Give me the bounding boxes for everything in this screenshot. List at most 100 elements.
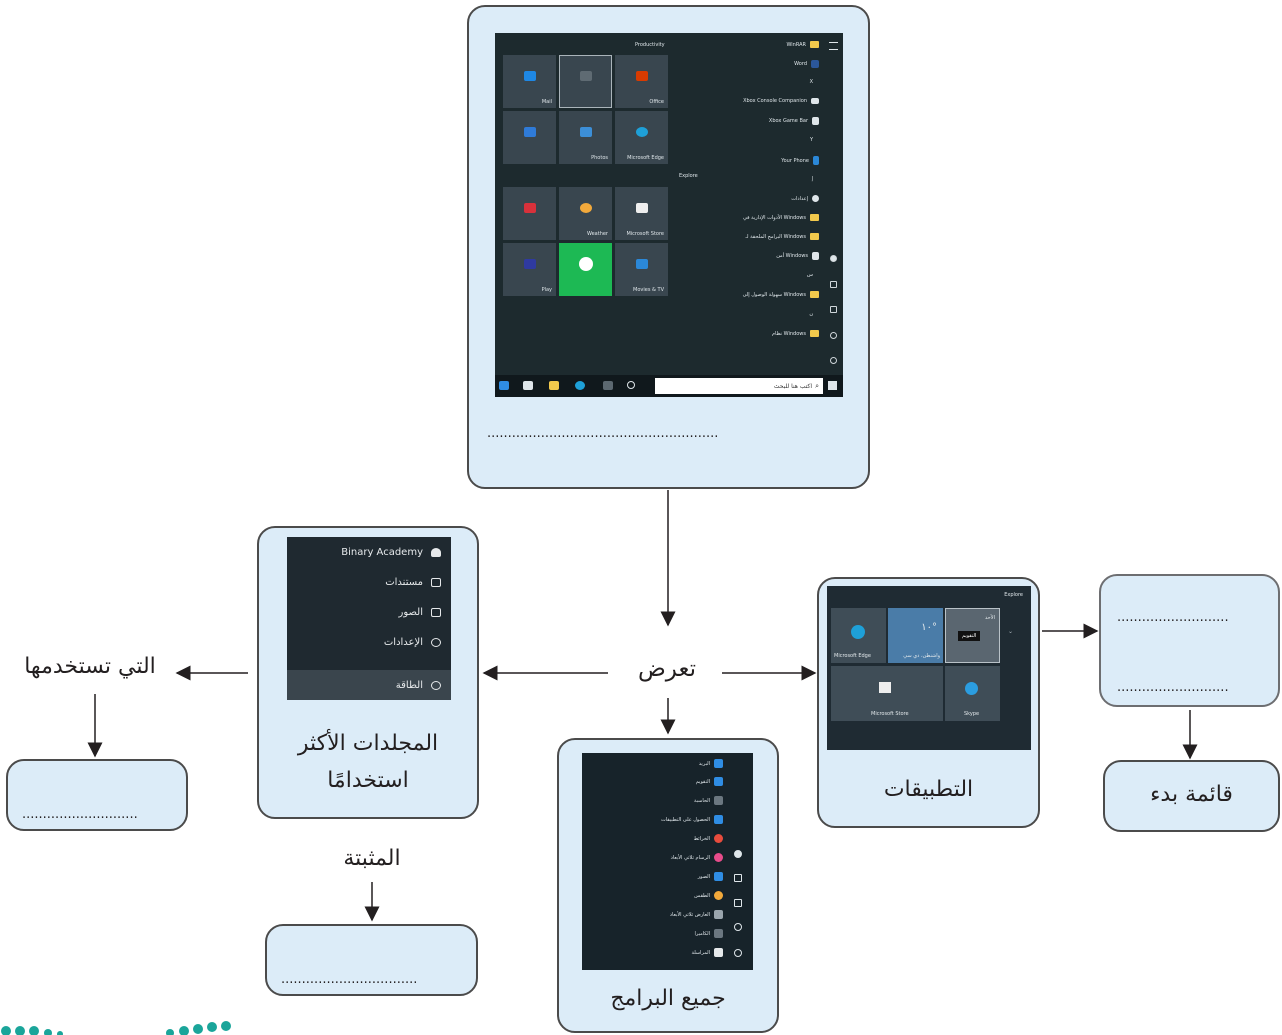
tile-spotify[interactable] [559, 243, 612, 296]
tile-office[interactable]: Office [615, 55, 668, 108]
used-blank[interactable]: ............................ [22, 807, 138, 822]
list-letter[interactable]: إ [811, 176, 813, 182]
list-item[interactable]: البرامج الملحقة لـ Windows [746, 233, 819, 240]
list-item[interactable]: Xbox Console Companion [743, 98, 819, 104]
spotify-icon [578, 257, 593, 272]
word-icon [811, 60, 819, 68]
blank-line-2[interactable]: ........................... [1117, 680, 1229, 695]
tile-movies[interactable]: Movies & TV [615, 243, 668, 296]
pinned-blank[interactable]: ................................. [281, 972, 418, 987]
program-item[interactable]: الرسام ثلاثي الأبعاد [671, 853, 723, 862]
folder-row-documents[interactable]: مستندات [385, 567, 441, 597]
pictures-icon [431, 607, 441, 617]
tile-office-folder[interactable] [559, 55, 612, 108]
xbox-icon [811, 98, 819, 104]
program-item[interactable]: المراسلة [692, 948, 723, 957]
pictures-icon[interactable] [734, 899, 742, 907]
apps-tile-store[interactable]: Microsoft Store [831, 666, 943, 721]
task-view-icon[interactable] [603, 381, 613, 390]
tile-edge[interactable]: Microsoft Edge [615, 111, 668, 164]
search-icon: ⌕ [815, 381, 819, 390]
folder-row-settings[interactable]: الإعدادات [384, 627, 441, 657]
search-placeholder: اكتب هنا للبحث [773, 382, 813, 390]
weather-icon [714, 891, 723, 900]
answer-blank[interactable]: ........................................… [487, 426, 719, 441]
program-item[interactable]: الكاميرا [694, 929, 723, 938]
blank-line-1[interactable]: ........................... [1117, 610, 1229, 625]
program-item[interactable]: الحاسبة [694, 796, 723, 805]
program-item[interactable]: الصور [698, 872, 723, 881]
power-icon[interactable] [734, 949, 742, 957]
taskbar: اكتب هنا للبحث ⌕ [495, 375, 843, 397]
list-letter[interactable]: X [809, 79, 813, 85]
power-row-bg [287, 670, 451, 700]
tile-store[interactable]: Microsoft Store [615, 187, 668, 240]
user-icon[interactable] [830, 255, 837, 262]
edge-icon [851, 625, 865, 639]
pinned-label: المثبتة [343, 846, 401, 871]
settings-icon[interactable] [734, 923, 742, 931]
list-item[interactable]: الأدوات الإدارية في Windows [743, 214, 819, 221]
store-icon [635, 203, 648, 214]
list-item[interactable]: سهولة الوصول إلى Windows [743, 291, 819, 298]
list-letter[interactable]: ن [809, 311, 813, 317]
start-menu-label: قائمة بدء [1150, 782, 1233, 807]
list-item[interactable]: WinRAR [786, 41, 819, 48]
tile-play[interactable]: Play [503, 243, 556, 296]
tile-mail[interactable]: Mail [503, 55, 556, 108]
folder-row-user[interactable]: Binary Academy [341, 537, 441, 567]
folder-row-pictures[interactable]: الصور [399, 597, 441, 627]
cortana-icon[interactable] [627, 381, 635, 389]
mail-taskbar-icon[interactable] [499, 381, 509, 390]
list-item[interactable]: Xbox Game Bar [769, 117, 819, 125]
list-item[interactable]: إعدادات [791, 195, 819, 202]
apps-tile-skype[interactable]: Skype [945, 666, 1000, 721]
user-icon[interactable] [734, 850, 742, 858]
all-programs-screenshot: البريد التقويم الحاسبة الحصول على التطبي… [582, 753, 753, 970]
folder-row-power[interactable]: الطاقة [396, 670, 441, 700]
gear-icon [812, 195, 819, 202]
program-item[interactable]: الطقس [694, 891, 723, 900]
list-item[interactable]: Word [794, 60, 819, 68]
store-taskbar-icon[interactable] [523, 381, 533, 390]
apps-tile-calendar[interactable]: الأحد التقويم [945, 608, 1000, 663]
folders-label-line-1: المجلدات الأكثر [297, 731, 439, 756]
tile-todo[interactable] [503, 111, 556, 164]
folder-icon [810, 291, 819, 298]
windows-start-icon[interactable] [828, 381, 837, 390]
list-letter[interactable]: Y [809, 137, 813, 143]
program-item[interactable]: العارض ثلاثي الأبعاد [670, 910, 723, 919]
tile-news[interactable] [503, 187, 556, 240]
apps-box: Explore Microsoft Edge ١٠° واشنطن، دي سي… [817, 577, 1040, 828]
tile-weather[interactable]: Weather [559, 187, 612, 240]
program-item[interactable]: الحصول على التطبيقات [661, 815, 723, 824]
document-icon[interactable] [830, 281, 837, 288]
apps-tile-edge[interactable]: Microsoft Edge [831, 608, 886, 663]
play-icon [523, 259, 536, 270]
folder-icon [810, 330, 819, 337]
apps-tile-weather[interactable]: ١٠° واشنطن، دي سي [888, 608, 943, 663]
program-item[interactable]: الخرائط [694, 834, 723, 843]
settings-icon[interactable] [830, 332, 837, 339]
list-item[interactable]: أمن Windows [776, 252, 819, 260]
list-item[interactable]: Your Phone [781, 156, 819, 165]
program-item[interactable]: البريد [699, 759, 723, 768]
pinned-blank-box: ................................. [265, 924, 478, 996]
list-letter[interactable]: س [806, 272, 813, 278]
folder-icon [810, 233, 819, 240]
edge-taskbar-icon[interactable] [575, 381, 585, 390]
hamburger-icon[interactable] [829, 42, 838, 50]
program-item[interactable]: التقويم [696, 777, 723, 786]
file-explorer-icon[interactable] [549, 381, 559, 390]
verb-center: تعرض [638, 656, 696, 682]
folder-icon [810, 214, 819, 221]
used-blank-box: ............................ [6, 759, 188, 831]
document-icon[interactable] [734, 874, 742, 882]
chevron-icon[interactable]: ⌄ [1008, 628, 1014, 635]
tile-photos[interactable]: Photos [559, 111, 612, 164]
pictures-icon[interactable] [830, 306, 837, 313]
list-item[interactable]: نظام Windows [772, 330, 819, 337]
power-icon[interactable] [830, 357, 837, 364]
search-box[interactable]: اكتب هنا للبحث ⌕ [655, 378, 823, 394]
